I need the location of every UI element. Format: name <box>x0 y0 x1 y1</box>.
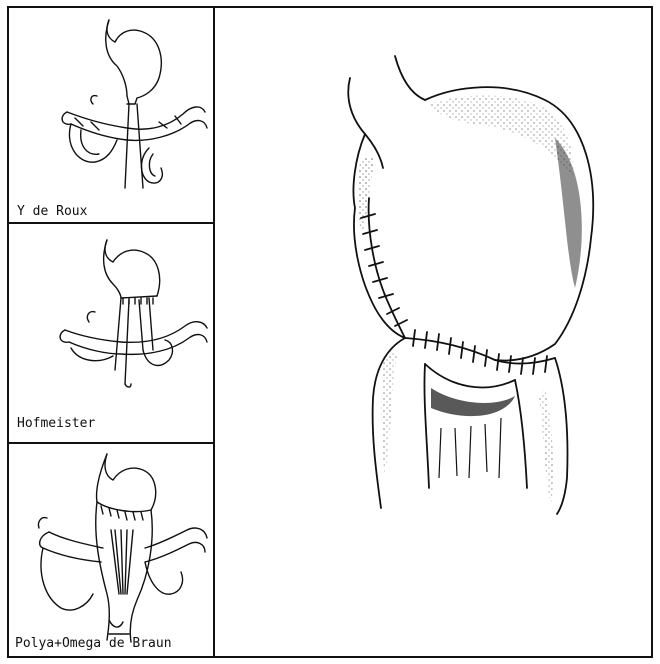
panel-roux: Y de Roux <box>9 8 213 222</box>
gastric-remnant-suture-icon <box>215 8 651 656</box>
polya-braun-reconstruction-icon <box>9 444 213 656</box>
panel-label-hofmeister: Hofmeister <box>17 416 95 431</box>
panel-hofmeister: Hofmeister <box>9 224 213 442</box>
panel-label-polya: Polya+Omega de Braun <box>15 636 172 651</box>
main-illustration <box>215 8 651 656</box>
hofmeister-reconstruction-icon <box>9 224 213 442</box>
panel-label-roux: Y de Roux <box>17 204 87 219</box>
panel-polya: Polya+Omega de Braun <box>9 444 213 656</box>
roux-en-y-reconstruction-icon <box>9 8 213 222</box>
